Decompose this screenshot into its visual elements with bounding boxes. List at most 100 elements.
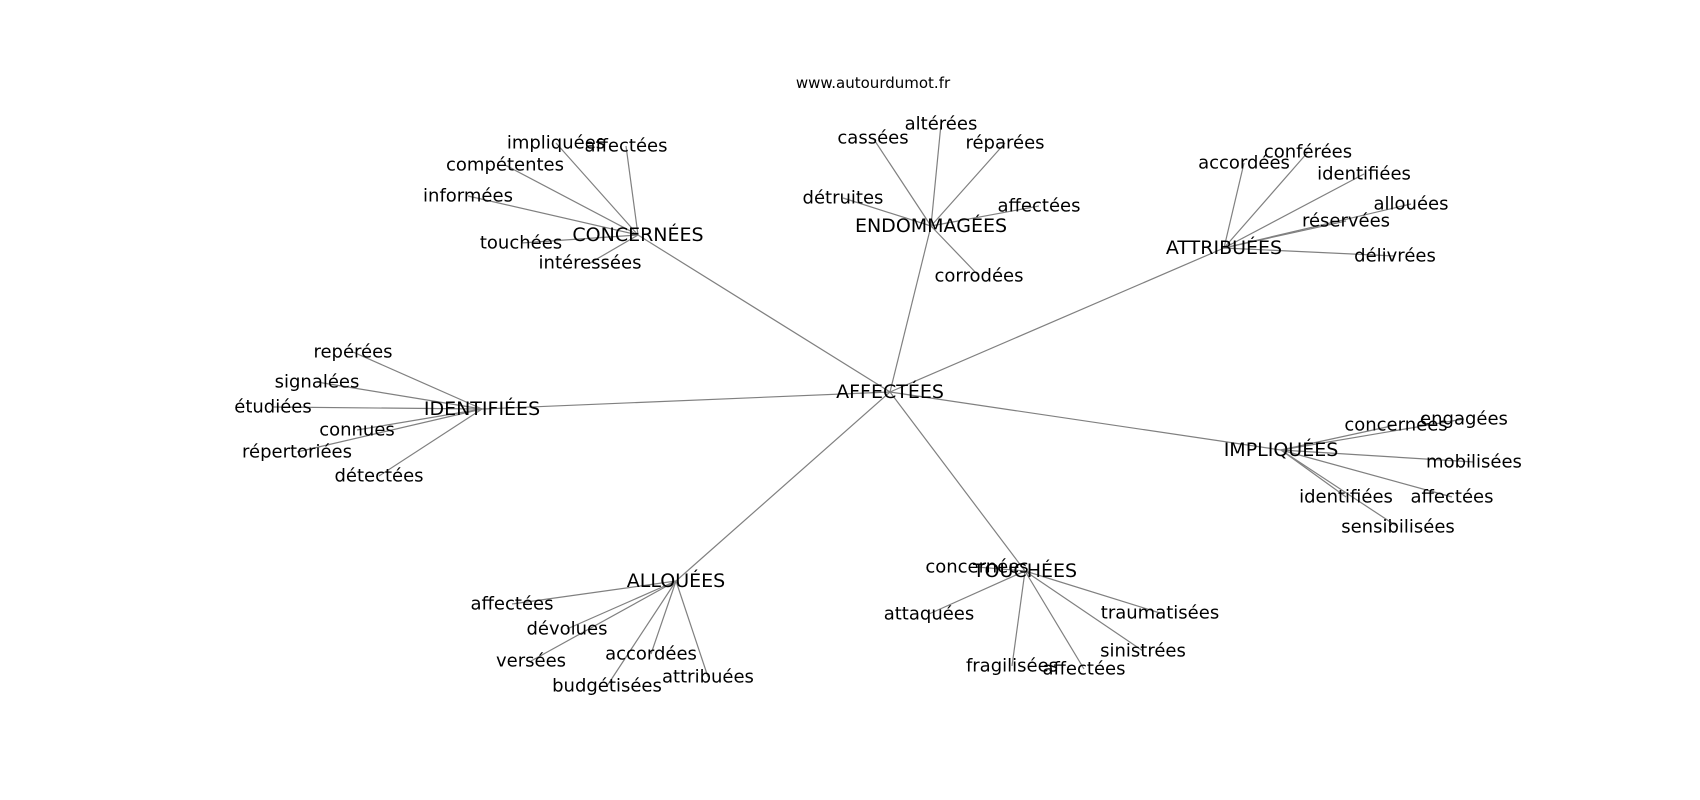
edge-center-identifiees <box>481 391 891 410</box>
edge-impliquees-leaf-1 <box>1280 424 1397 451</box>
leaf-node-impliquees-3[interactable]: identifiées <box>1299 487 1393 508</box>
edge-endommagees-leaf-4 <box>930 205 1040 227</box>
edge-impliquees-leaf-5 <box>1280 449 1399 528</box>
edge-impliquees-leaf-2 <box>1280 449 1475 463</box>
edge-identifiees-leaf-3 <box>356 408 483 431</box>
edge-center-allouees <box>675 391 891 582</box>
leaf-node-touchees-0[interactable]: concernées <box>925 557 1028 578</box>
labels-layer: www.autourdumot.fr AFFECTÉES CONCERNÉES im… <box>234 74 1522 697</box>
edge-touchees-leaf-4 <box>1011 570 1026 667</box>
edge-attribuees-leaf-4 <box>1223 220 1347 249</box>
center-node-label[interactable]: AFFECTÉES <box>836 380 944 403</box>
leaf-node-identifiees-3[interactable]: connues <box>319 420 395 441</box>
edge-attribuees-leaf-2 <box>1223 173 1365 249</box>
edge-allouees-leaf-0 <box>511 580 677 605</box>
edge-touchees-leaf-3 <box>1024 570 1144 652</box>
leaf-node-concernees-4[interactable]: touchées <box>480 233 562 254</box>
leaf-node-attribuees-2[interactable]: identifiées <box>1317 164 1411 185</box>
leaf-node-allouees-2[interactable]: versées <box>496 651 566 672</box>
leaf-node-concernees-3[interactable]: informées <box>423 186 513 207</box>
edge-touchees-leaf-0 <box>976 566 1026 572</box>
leaf-node-attribuees-0[interactable]: conférées <box>1264 142 1352 163</box>
leaf-node-identifiees-4[interactable]: répertoriées <box>242 442 352 463</box>
edge-concernees-leaf-3 <box>467 195 639 236</box>
edge-allouees-leaf-5 <box>675 580 709 678</box>
leaf-node-touchees-3[interactable]: sinistrées <box>1100 641 1186 662</box>
edge-concernees-leaf-4 <box>520 234 639 244</box>
edge-identifiees-leaf-0 <box>352 351 483 410</box>
leaf-node-impliquees-0[interactable]: engagées <box>1420 409 1508 430</box>
edge-center-impliquees <box>889 391 1282 451</box>
edge-concernees-leaf-5 <box>589 234 639 264</box>
edge-concernees-leaf-2 <box>504 164 639 236</box>
site-url[interactable]: www.autourdumot.fr <box>796 74 951 92</box>
edges-layer <box>272 123 1475 687</box>
edge-center-concernees <box>637 234 891 393</box>
edge-concernees-leaf-0 <box>555 142 639 236</box>
edge-impliquees-leaf-4 <box>1280 449 1453 498</box>
edge-identifiees-leaf-2 <box>272 406 483 410</box>
leaf-node-concernees-2[interactable]: compétentes <box>446 155 564 176</box>
leaf-node-allouees-1[interactable]: dévolues <box>526 619 607 640</box>
leaf-node-allouees-0[interactable]: affectées <box>471 594 554 615</box>
edge-endommagees-leaf-0 <box>930 123 942 227</box>
leaf-node-impliquees-2[interactable]: mobilisées <box>1426 452 1522 473</box>
edge-center-touchees <box>889 391 1026 572</box>
edge-identifiees-leaf-5 <box>378 408 483 477</box>
edge-allouees-leaf-3 <box>650 580 677 655</box>
edge-allouees-leaf-1 <box>566 580 677 630</box>
leaf-node-attribuees-5[interactable]: délivrées <box>1354 246 1436 267</box>
edge-touchees-leaf-1 <box>928 570 1026 615</box>
leaf-node-allouees-4[interactable]: budgétisées <box>552 676 662 697</box>
cluster-node-endommagees[interactable]: ENDOMMAGÉES <box>855 214 1007 237</box>
cluster-node-concernees[interactable]: CONCERNÉES <box>572 223 703 246</box>
leaf-node-attribuees-4[interactable]: réservées <box>1302 211 1390 232</box>
edge-attribuees-leaf-1 <box>1223 162 1245 249</box>
cluster-node-identifiees[interactable]: IDENTIFIÉES <box>424 397 540 420</box>
cluster-node-attribuees[interactable]: ATTRIBUÉES <box>1166 236 1282 259</box>
leaf-node-concernees-0[interactable]: impliquées <box>507 133 605 154</box>
leaf-node-touchees-4[interactable]: fragilisées <box>966 656 1058 677</box>
leaf-node-identifiees-0[interactable]: repérées <box>313 342 392 363</box>
leaf-node-identifiees-1[interactable]: signalées <box>275 372 360 393</box>
edge-concernees-leaf-1 <box>625 145 639 236</box>
edge-impliquees-leaf-0 <box>1280 418 1465 451</box>
leaf-node-endommagees-3[interactable]: détruites <box>803 188 884 209</box>
leaf-node-endommagees-0[interactable]: altérées <box>905 114 978 135</box>
leaf-node-allouees-5[interactable]: attribuées <box>662 667 754 688</box>
leaf-node-endommagees-4[interactable]: affectées <box>998 196 1081 217</box>
leaf-node-impliquees-1[interactable]: concernées <box>1344 415 1447 436</box>
edge-identifiees-leaf-1 <box>316 381 483 410</box>
cluster-node-allouees[interactable]: ALLOUÉES <box>627 569 725 592</box>
cluster-node-touchees[interactable]: TOUCHÉES <box>972 559 1077 582</box>
leaf-node-identifiees-2[interactable]: étudiées <box>234 397 312 418</box>
edge-touchees-leaf-2 <box>1024 570 1161 614</box>
leaf-node-attribuees-1[interactable]: accordées <box>1198 153 1290 174</box>
leaf-node-allouees-3[interactable]: accordées <box>605 644 697 665</box>
cluster-node-impliquees[interactable]: IMPLIQUÉES <box>1224 438 1339 461</box>
leaf-node-impliquees-4[interactable]: affectées <box>1411 487 1494 508</box>
edge-center-attribuees <box>889 247 1225 393</box>
leaf-node-concernees-5[interactable]: intéressées <box>539 253 642 274</box>
edge-endommagees-leaf-5 <box>930 225 980 277</box>
leaf-node-endommagees-1[interactable]: cassées <box>837 128 908 149</box>
leaf-node-endommagees-5[interactable]: corrodées <box>935 266 1024 287</box>
edge-endommagees-leaf-3 <box>842 197 932 227</box>
edge-endommagees-leaf-2 <box>930 142 1006 227</box>
leaf-node-attribuees-3[interactable]: allouées <box>1374 194 1449 215</box>
leaf-node-concernees-1[interactable]: affectées <box>585 136 668 157</box>
edge-attribuees-leaf-5 <box>1223 247 1396 257</box>
edge-allouees-leaf-2 <box>530 580 677 662</box>
edge-endommagees-leaf-1 <box>872 137 932 227</box>
leaf-node-identifiees-5[interactable]: détectées <box>334 466 423 487</box>
leaf-node-touchees-1[interactable]: attaquées <box>884 604 975 625</box>
edge-identifiees-leaf-4 <box>296 408 483 453</box>
edge-attribuees-leaf-0 <box>1223 151 1309 249</box>
edge-allouees-leaf-4 <box>606 580 677 687</box>
leaf-node-touchees-2[interactable]: traumatisées <box>1101 603 1219 624</box>
leaf-node-touchees-5[interactable]: affectées <box>1043 659 1126 680</box>
edge-touchees-leaf-5 <box>1024 570 1085 670</box>
leaf-node-impliquees-5[interactable]: sensibilisées <box>1341 517 1455 538</box>
leaf-node-endommagees-2[interactable]: réparées <box>965 133 1044 154</box>
